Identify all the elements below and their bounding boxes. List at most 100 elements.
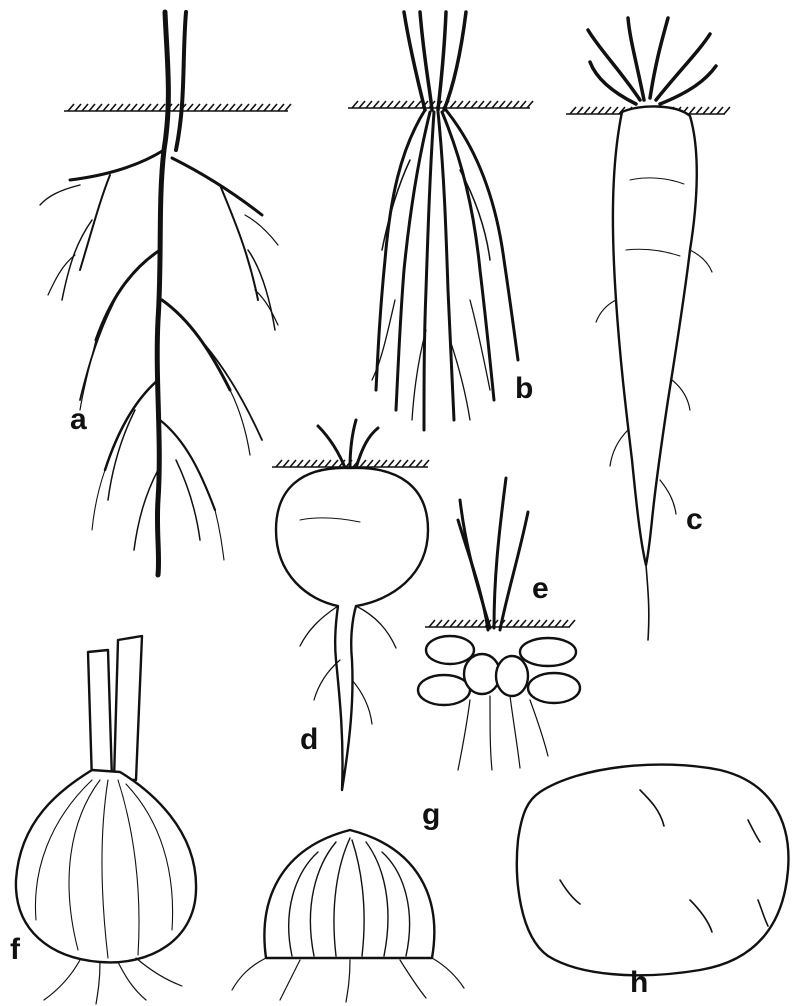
hatch-mark — [367, 460, 373, 467]
label-e: e — [532, 574, 549, 604]
hatch-mark — [408, 101, 414, 108]
hatch-mark — [591, 107, 597, 114]
hatch-mark — [415, 101, 421, 108]
hatch-mark — [492, 101, 498, 108]
hatch-mark — [450, 620, 456, 627]
hatch-mark — [555, 620, 561, 627]
hatch-mark — [457, 101, 463, 108]
hatch-mark — [110, 104, 116, 111]
hatch-mark — [173, 104, 179, 111]
hatch-mark — [325, 460, 331, 467]
hatch-mark — [485, 101, 491, 108]
hatch-mark — [366, 101, 372, 108]
hatch-mark — [381, 460, 387, 467]
hatch-mark — [395, 460, 401, 467]
hatch-mark — [478, 101, 484, 108]
hatch-mark — [201, 104, 207, 111]
hatch-mark — [194, 104, 200, 111]
hatch-mark — [703, 107, 709, 114]
root-d-beet — [276, 420, 428, 790]
hatch-mark — [429, 620, 435, 627]
hatch-mark — [513, 101, 519, 108]
hatch-mark — [520, 620, 526, 627]
hatch-mark — [75, 104, 81, 111]
ground-line-a — [64, 104, 291, 111]
hatch-mark — [373, 101, 379, 108]
hatch-mark — [359, 101, 365, 108]
hatch-mark — [229, 104, 235, 111]
hatch-mark — [103, 104, 109, 111]
label-h: h — [630, 968, 648, 998]
hatch-mark — [394, 101, 400, 108]
hatch-mark — [159, 104, 165, 111]
hatch-mark — [250, 104, 256, 111]
hatch-mark — [380, 101, 386, 108]
hatch-mark — [605, 107, 611, 114]
hatch-mark — [401, 101, 407, 108]
hatch-mark — [243, 104, 249, 111]
hatch-mark — [570, 107, 576, 114]
hatch-mark — [82, 104, 88, 111]
hatch-mark — [96, 104, 102, 111]
hatch-mark — [208, 104, 214, 111]
hatch-mark — [285, 104, 291, 111]
hatch-mark — [409, 460, 415, 467]
label-f: f — [10, 935, 20, 965]
hatch-mark — [696, 107, 702, 114]
hatch-mark — [318, 460, 324, 467]
hatch-mark — [499, 101, 505, 108]
hatch-mark — [416, 460, 422, 467]
hatch-mark — [257, 104, 263, 111]
hatch-mark — [464, 101, 470, 108]
hatch-mark — [68, 104, 74, 111]
hatch-mark — [236, 104, 242, 111]
hatch-mark — [131, 104, 137, 111]
tuber-h-potato — [517, 765, 789, 976]
hatch-mark — [124, 104, 130, 111]
hatch-mark — [215, 104, 221, 111]
hatch-mark — [290, 460, 296, 467]
hatch-mark — [402, 460, 408, 467]
hatch-mark — [689, 107, 695, 114]
hatch-mark — [117, 104, 123, 111]
hatch-mark — [352, 101, 358, 108]
hatch-mark — [598, 107, 604, 114]
hatch-mark — [222, 104, 228, 111]
hatch-mark — [541, 620, 547, 627]
hatch-mark — [304, 460, 310, 467]
hatch-mark — [374, 460, 380, 467]
hatch-mark — [138, 104, 144, 111]
hatch-mark — [152, 104, 158, 111]
hatch-mark — [548, 620, 554, 627]
hatch-mark — [443, 620, 449, 627]
label-d: d — [300, 725, 318, 755]
hatch-mark — [506, 101, 512, 108]
label-b: b — [515, 374, 533, 404]
hatch-mark — [471, 620, 477, 627]
hatch-mark — [283, 460, 289, 467]
hatch-mark — [187, 104, 193, 111]
hatch-mark — [584, 107, 590, 114]
hatch-mark — [457, 620, 463, 627]
hatch-mark — [513, 620, 519, 627]
bulb-g-cluster — [232, 830, 464, 1002]
root-a-branched-taproot — [40, 12, 278, 575]
hatch-mark — [450, 101, 456, 108]
hatch-mark — [271, 104, 277, 111]
hatch-mark — [710, 107, 716, 114]
hatch-mark — [387, 101, 393, 108]
hatch-mark — [464, 620, 470, 627]
label-c: c — [686, 505, 703, 535]
hatch-mark — [332, 460, 338, 467]
hatch-mark — [264, 104, 270, 111]
hatch-mark — [471, 101, 477, 108]
hatch-mark — [145, 104, 151, 111]
hatch-mark — [569, 620, 575, 627]
hatch-mark — [89, 104, 95, 111]
hatch-mark — [724, 107, 730, 114]
hatch-mark — [534, 620, 540, 627]
hatch-mark — [506, 620, 512, 627]
hatch-mark — [527, 101, 533, 108]
hatch-mark — [311, 460, 317, 467]
